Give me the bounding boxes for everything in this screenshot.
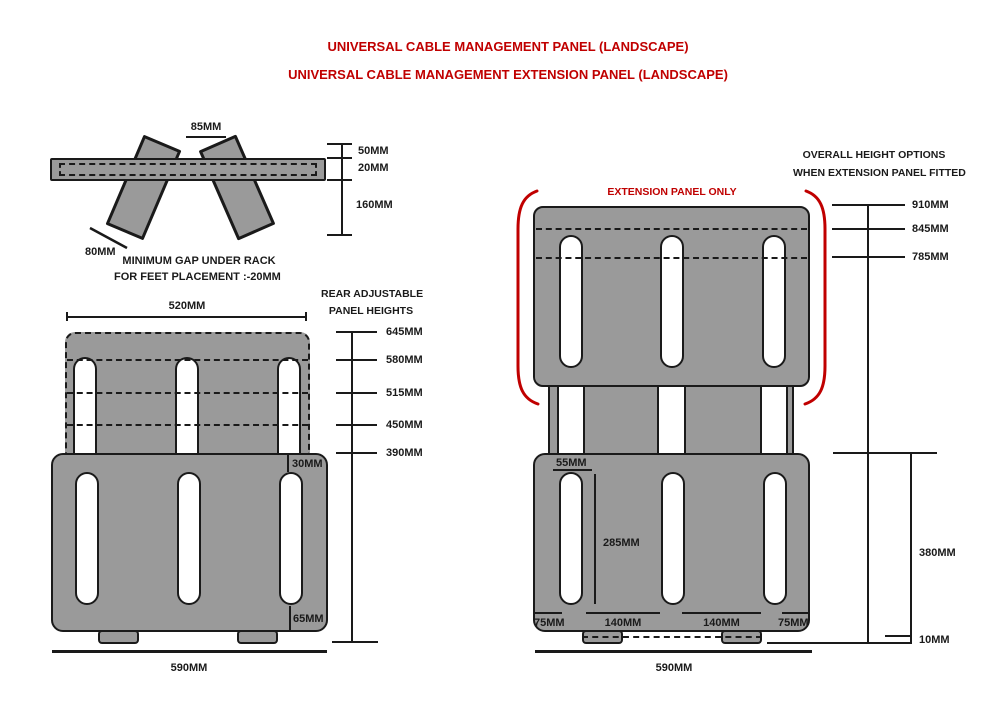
front-right-slot-3 (763, 472, 787, 605)
spacing-line-3 (682, 612, 761, 614)
extension-adjust-line-845 (536, 228, 807, 230)
left-base-line (52, 650, 327, 653)
inset-bottom-line (289, 606, 291, 631)
height-label-450: 450MM (386, 419, 423, 431)
adjust-line-450 (67, 424, 308, 426)
bar-thickness-label: 20MM (358, 162, 389, 174)
note-line-2: FOR FEET PLACEMENT :-20MM (114, 271, 281, 283)
foot-dimension-line (89, 226, 128, 250)
rear-strip-3 (684, 385, 762, 455)
spacing-line-4 (782, 612, 809, 614)
height-label-515: 515MM (386, 387, 423, 399)
rear-width-tick-right (305, 312, 307, 321)
below-bar-label: 160MM (356, 199, 393, 211)
panel-height-label: 380MM (919, 547, 956, 559)
tick-515 (336, 392, 377, 394)
right-leg-shape (199, 134, 275, 241)
foot-height-tick (885, 635, 911, 637)
rear-strip-1 (548, 385, 559, 455)
left-leg-shape (106, 135, 181, 240)
slot-length-label: 285MM (603, 537, 640, 549)
adjust-line-515 (67, 392, 308, 394)
tick-580 (336, 359, 377, 361)
extension-only-label: EXTENSION PANEL ONLY (607, 186, 737, 198)
spacing-line-1 (535, 612, 562, 614)
right-base-label: 590MM (655, 662, 693, 674)
rack-bar (50, 158, 326, 181)
height-label-390: 390MM (386, 447, 423, 459)
rack-bar-dashed-outline (59, 163, 317, 176)
panel-height-line (910, 452, 912, 644)
gap-dimension-label: 85MM (190, 121, 222, 133)
panel-top-reference-line (833, 452, 937, 454)
extension-adjust-line-785 (536, 257, 807, 259)
front-left-slot-1 (75, 472, 99, 605)
overall-label-910: 910MM (912, 199, 949, 211)
scale-title-2: PANEL HEIGHTS (328, 305, 414, 317)
front-right-slot-2 (661, 472, 685, 605)
inset-top-line (287, 454, 289, 472)
rear-bottom-hidden-line (582, 636, 762, 638)
tick-645 (336, 331, 377, 333)
right-base-line (535, 650, 812, 653)
height-scale-line (351, 331, 353, 642)
front-left-slot-3 (279, 472, 303, 605)
note-line-1: MINIMUM GAP UNDER RACK (122, 255, 276, 267)
left-base-label: 590MM (170, 662, 208, 674)
above-bar-label: 50MM (358, 145, 389, 157)
extension-brackets (516, 189, 827, 406)
side-view-scale-line (341, 144, 343, 236)
rear-slot-1 (73, 357, 97, 455)
inset-bottom-label: 65MM (293, 613, 324, 625)
extension-bracket-right (803, 189, 827, 406)
spacing-line-2 (586, 612, 660, 614)
tick-910 (832, 204, 905, 206)
ground-reference-line (767, 642, 911, 644)
height-label-645: 645MM (386, 326, 423, 338)
spacing-label-3: 140MM (703, 617, 740, 629)
front-right-slot-1 (559, 472, 583, 605)
tick-845 (832, 228, 905, 230)
gap-dimension-line (186, 136, 226, 138)
tick-450 (336, 424, 377, 426)
extension-bracket-left (516, 189, 540, 406)
overall-header-1: OVERALL HEIGHT OPTIONS (802, 149, 946, 161)
slot-offset-underline (553, 469, 592, 471)
overall-scale-line (867, 204, 869, 644)
rack-feet-shape (89, 134, 275, 250)
height-label-580: 580MM (386, 354, 423, 366)
slot-offset-label: 55MM (556, 457, 587, 469)
page-title: UNIVERSAL CABLE MANAGEMENT PANEL (LANDSC… (327, 39, 689, 54)
tick-bar-top (327, 157, 352, 159)
inset-top-label: 30MM (292, 458, 323, 470)
spacing-label-2: 140MM (604, 617, 642, 629)
rear-slot-3 (277, 357, 301, 455)
slot-length-line (594, 474, 596, 604)
rear-strip-4 (786, 385, 794, 455)
page-subtitle: UNIVERSAL CABLE MANAGEMENT EXTENSION PAN… (288, 67, 728, 82)
rear-slot-2 (175, 357, 199, 455)
rear-strip-2 (583, 385, 659, 455)
overall-header-2: WHEN EXTENSION PANEL FITTED (793, 167, 966, 179)
left-panel-foot-2 (237, 630, 278, 644)
foot-length-label: 80MM (85, 246, 116, 258)
rear-width-line (66, 316, 307, 318)
tick-legs-bottom (327, 234, 352, 236)
adjust-line-580 (67, 359, 308, 361)
left-panel-foot-1 (98, 630, 139, 644)
tick-bar-bottom (327, 179, 352, 181)
tick-390 (336, 452, 377, 454)
rear-width-tick-left (66, 312, 68, 321)
spacing-label-1: 75MM (534, 617, 565, 629)
front-left-slot-2 (177, 472, 201, 605)
tick-legs-top (327, 143, 352, 145)
rear-width-label: 520MM (168, 300, 206, 312)
spacing-label-4: 75MM (778, 617, 809, 629)
scale-title-1: REAR ADJUSTABLE (321, 288, 424, 300)
overall-label-785: 785MM (912, 251, 949, 263)
tick-base (332, 641, 378, 643)
foot-height-label: 10MM (919, 634, 950, 646)
overall-label-845: 845MM (912, 223, 949, 235)
tick-785 (832, 256, 905, 258)
